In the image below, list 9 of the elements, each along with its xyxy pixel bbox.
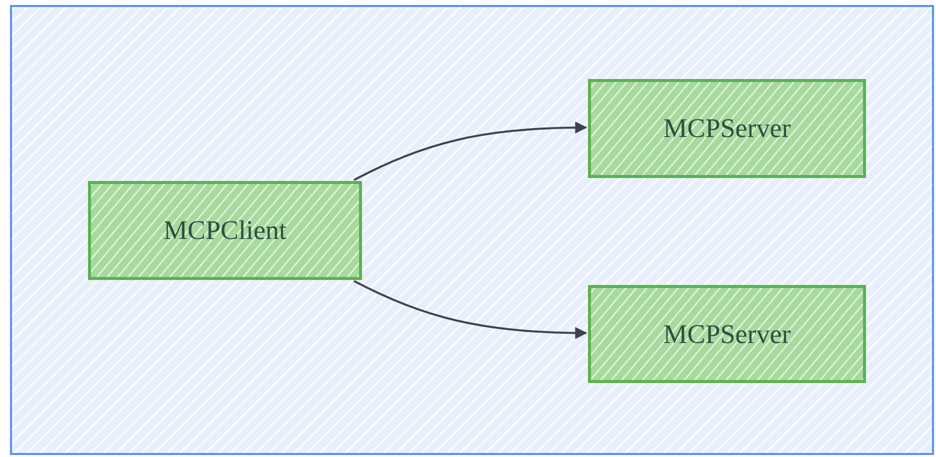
container-box xyxy=(10,5,934,455)
process-box xyxy=(588,79,866,178)
curved-arrow xyxy=(354,122,588,181)
process-box xyxy=(588,285,866,383)
node-label: MCPServer xyxy=(663,113,791,144)
node-label: MCPServer xyxy=(663,318,791,350)
process-box xyxy=(88,181,362,280)
curved-arrow xyxy=(354,280,588,339)
node-label: MCPClient xyxy=(163,215,287,246)
